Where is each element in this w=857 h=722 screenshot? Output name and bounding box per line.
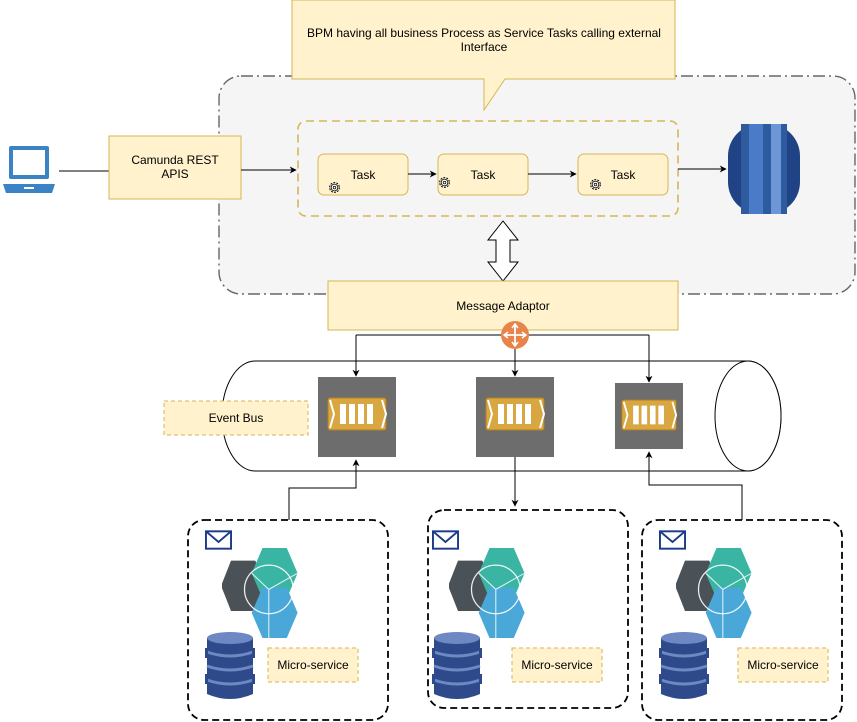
task-2[interactable]: Task: [437, 153, 529, 196]
dynamodb-icon: [205, 630, 255, 701]
queue-icon: [485, 397, 545, 431]
process-pool: [297, 120, 679, 217]
callout-note: [291, 0, 676, 112]
message-adaptor-box[interactable]: [327, 280, 679, 331]
microservice-1-label: Micro-service: [277, 658, 349, 672]
event-bus-label: Event Bus: [209, 411, 264, 425]
task-1[interactable]: Task: [317, 153, 409, 196]
callout-text-line2: Interface: [461, 40, 508, 54]
service3-to-queue3-edge: [645, 451, 743, 520]
router-icon: [501, 321, 529, 349]
task-1-label: Task: [351, 168, 377, 182]
microservice-3-label: Micro-service: [747, 658, 819, 672]
task-3[interactable]: Task: [577, 153, 669, 196]
microservice-2-label: Micro-service: [521, 658, 593, 672]
task-3-label: Task: [611, 168, 637, 182]
callout-text-line1: BPM having all business Process as Servi…: [307, 26, 661, 40]
queue-2[interactable]: [476, 377, 554, 457]
laptop-icon: [3, 146, 55, 193]
microservice-1-label-box: [267, 647, 359, 683]
camunda-label-line1: Camunda REST: [131, 153, 219, 167]
service1-to-queue1-edge: [288, 459, 360, 520]
microservice-3-label-box: [737, 647, 829, 683]
camunda-label-line2: APIS: [161, 167, 188, 181]
email-icon: [432, 530, 459, 550]
message-adaptor-label: Message Adaptor: [456, 299, 549, 313]
task-2-label: Task: [471, 168, 497, 182]
microservice-2-label-box: [511, 647, 603, 683]
microservice-1[interactable]: Micro-service: [187, 519, 389, 721]
email-icon: [205, 530, 232, 550]
queue-3[interactable]: [615, 383, 683, 449]
queue-icon: [327, 397, 387, 431]
queue-icon: [620, 399, 678, 431]
queue-1[interactable]: [318, 377, 396, 457]
dynamodb-icon: [659, 630, 709, 701]
database-icon: [728, 124, 800, 214]
event-bus-label-box: [163, 400, 309, 436]
email-icon: [659, 530, 686, 550]
microservice-3[interactable]: Micro-service: [641, 519, 843, 721]
camunda-rest-apis-box[interactable]: [108, 135, 242, 200]
dynamodb-icon: [432, 630, 482, 701]
microservice-2[interactable]: Micro-service: [427, 509, 629, 709]
